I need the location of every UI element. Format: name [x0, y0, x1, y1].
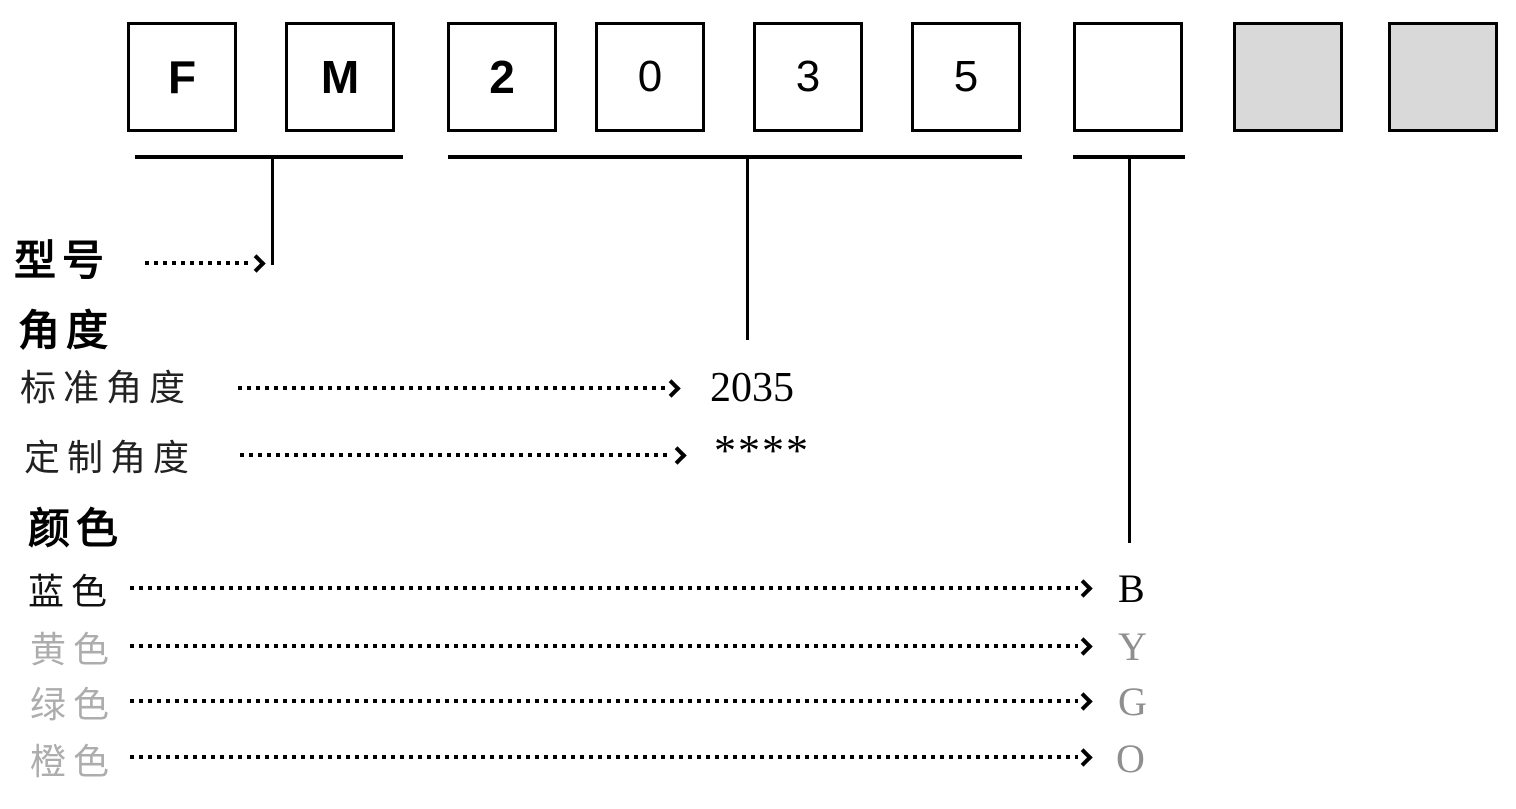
color-option-yellow-arrow [130, 644, 1078, 648]
code-box-5: 3 [753, 22, 863, 132]
color-option-blue-arrow [130, 586, 1078, 590]
angle-bracket-line [448, 155, 1022, 159]
color-option-orange-label: 橙色 [30, 742, 117, 782]
code-box-7 [1073, 22, 1183, 132]
code-box-4: 0 [595, 22, 705, 132]
standard-angle-arrow [238, 386, 666, 390]
code-box-8 [1233, 22, 1343, 132]
color-label: 颜色 [28, 507, 125, 553]
color-option-yellow-label: 黄色 [30, 630, 117, 670]
code-box-1: F [127, 22, 237, 132]
color-bracket-tick [1128, 158, 1131, 543]
code-box-2: M [285, 22, 395, 132]
custom-angle-arrow [240, 453, 672, 457]
color-option-green-arrow [130, 699, 1078, 703]
angle-label: 角度 [18, 309, 115, 355]
color-bracket-line [1073, 155, 1185, 159]
standard-angle-value: 2035 [710, 365, 794, 411]
model-label: 型号 [14, 239, 111, 285]
model-bracket-tick [271, 155, 274, 265]
color-option-green-code: G [1118, 679, 1147, 724]
code-box-3: 2 [447, 22, 557, 132]
color-option-orange-arrow [130, 755, 1078, 759]
standard-angle-label: 标准角度 [20, 368, 193, 408]
model-arrow [145, 261, 251, 265]
custom-angle-value: **** [714, 426, 810, 475]
color-option-blue-label: 蓝色 [28, 572, 115, 612]
color-option-orange-code: O [1116, 736, 1145, 781]
color-option-yellow-code: Y [1118, 624, 1147, 669]
custom-angle-label: 定制角度 [24, 438, 197, 478]
model-bracket-line [135, 155, 403, 159]
angle-bracket-tick [746, 155, 749, 340]
color-option-green-label: 绿色 [30, 685, 117, 725]
color-option-blue-code: B [1118, 566, 1145, 611]
code-box-6: 5 [911, 22, 1021, 132]
code-box-9 [1388, 22, 1498, 132]
